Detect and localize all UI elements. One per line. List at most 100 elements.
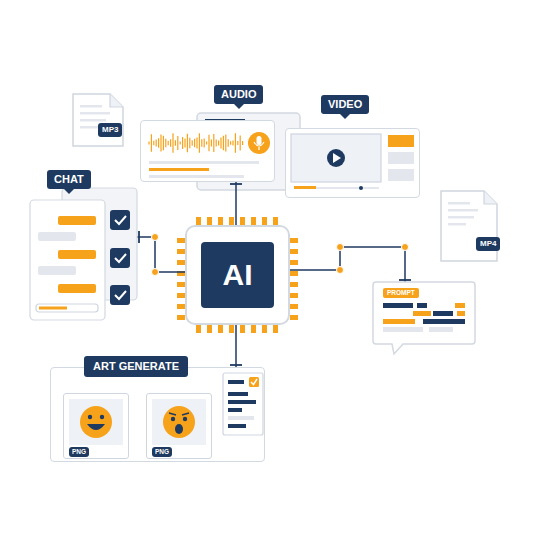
waveform-bar: [199, 133, 200, 152]
waveform-bar: [148, 142, 149, 145]
file-line: [80, 126, 98, 129]
video-player: [291, 134, 381, 182]
chip-pin: [240, 325, 245, 333]
chip-pin: [177, 315, 185, 320]
audio-line: [149, 168, 209, 171]
waveform-bar: [225, 134, 226, 151]
chip-pins: [177, 217, 298, 333]
play-icon: [333, 153, 341, 163]
junction-dot: [152, 234, 159, 241]
chip-pin: [251, 325, 256, 333]
checklist-line: [228, 380, 244, 384]
image-ground: [152, 399, 206, 445]
file-icon: MP4: [440, 190, 506, 262]
face-mouth: [175, 424, 183, 434]
waveform-bar: [172, 133, 173, 153]
chip-pin: [290, 249, 298, 254]
file-line: [80, 112, 110, 115]
waveform-bar: [206, 141, 207, 144]
waveform-bar: [151, 134, 152, 152]
check-mark: [115, 291, 126, 299]
video-thumb: [388, 152, 414, 164]
image-ground: [69, 399, 123, 445]
file-fold: [484, 191, 497, 204]
waveform-bar: [163, 136, 164, 150]
waveform-bar: [189, 138, 190, 149]
tag-label: CHAT: [47, 170, 91, 189]
file-line: [448, 202, 470, 205]
checklist-line: [228, 392, 248, 396]
tag-label: MP3: [98, 123, 122, 137]
bubble-outline: [373, 282, 475, 354]
waveform-bar: [240, 135, 241, 150]
waveform-bar: [170, 139, 171, 147]
chip-pin: [262, 217, 267, 225]
waveform-bar: [168, 141, 169, 145]
check-mark: [115, 216, 126, 224]
prompt-token: [383, 303, 413, 308]
audio-panel-art: [141, 121, 276, 183]
prompt-token: [423, 319, 465, 324]
waveform-bar: [204, 139, 205, 148]
prompt-token: [429, 327, 453, 332]
waveform-bar: [213, 134, 214, 152]
tag-label: PROMPT: [383, 288, 419, 298]
face-brow: [169, 413, 189, 415]
waveform-bar: [211, 140, 212, 147]
chat-panel-art: [30, 188, 137, 320]
chat-bubble: [38, 232, 76, 241]
chat-panel: CHAT: [30, 188, 137, 320]
chat-front-card: [30, 200, 105, 320]
junction-dot: [337, 244, 344, 251]
tag-label: PNG: [69, 447, 89, 457]
chip-pin: [262, 325, 267, 333]
waveform-bar: [237, 141, 238, 145]
waveform-bar: [158, 138, 159, 148]
audio-line: [149, 175, 244, 178]
play-button: [327, 149, 345, 167]
waveform-bar: [235, 133, 236, 153]
prompt-token: [383, 327, 423, 332]
ai-chip: AI: [185, 225, 290, 325]
chip-pin: [196, 325, 201, 333]
checklist-line: [228, 400, 256, 404]
check-box: [110, 285, 130, 305]
chat-bubble: [58, 216, 96, 225]
file-line: [448, 216, 474, 219]
chip-pin: [177, 304, 185, 309]
file-icon-art: [440, 190, 498, 262]
wire-end-tick: [138, 231, 140, 243]
video-thumb: [388, 135, 414, 147]
check-mark: [115, 254, 126, 262]
waveform-bar: [220, 138, 221, 149]
waveform-bar: [242, 141, 243, 145]
checklist-box: [249, 377, 259, 387]
file-line: [80, 105, 102, 108]
surprised-face: [163, 406, 195, 438]
file-outline: [73, 94, 123, 146]
chip-pin: [207, 217, 212, 225]
chip-pin: [290, 315, 298, 320]
waveform-bar: [196, 137, 197, 148]
smiley-face: [80, 406, 112, 438]
art-panel: ART GENERATEPNGPNG: [50, 367, 265, 462]
file-line: [80, 119, 106, 122]
face-eye: [100, 415, 104, 419]
waveform-bar: [175, 140, 176, 146]
waveform-bar: [182, 137, 183, 149]
audio-panel: AUDIO: [140, 120, 275, 182]
face-eye: [171, 417, 175, 421]
progress-fill: [294, 186, 316, 189]
chip-pin: [218, 217, 223, 225]
prompt-token: [413, 311, 431, 316]
waveform-bar: [156, 140, 157, 147]
waveform-bar: [223, 136, 224, 150]
check-box: [110, 248, 130, 268]
chip-pin: [290, 304, 298, 309]
checklist-card: [223, 373, 263, 435]
wire-end-tick: [230, 183, 242, 185]
chat-bubble: [58, 284, 96, 293]
chip-pin: [177, 293, 185, 298]
chip-pin: [229, 217, 234, 225]
